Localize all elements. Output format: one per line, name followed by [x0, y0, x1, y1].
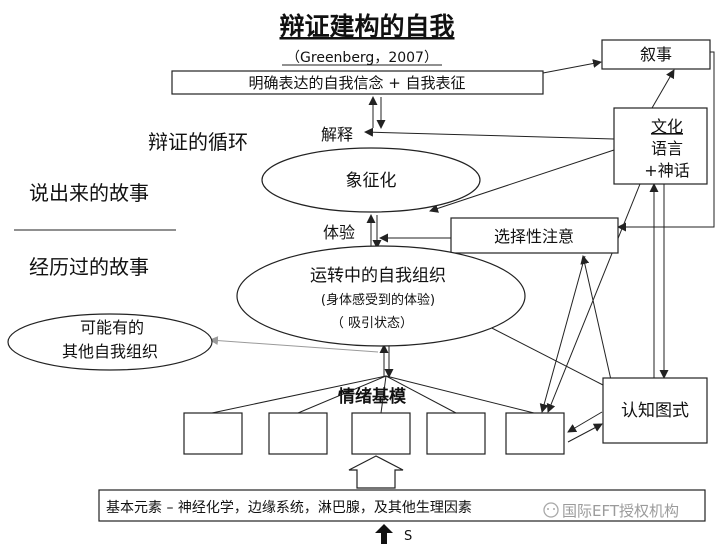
big-up-arrow [348, 455, 404, 489]
arrow-culture-to-narrative [651, 69, 675, 109]
culture-line-1: 语言 [651, 139, 683, 158]
operating-self-line-1: 运转中的自我组织 [310, 266, 446, 286]
possible-self-line-1: 可能有的 [80, 318, 144, 337]
narrative-box [601, 39, 711, 70]
fan-line-5 [385, 375, 535, 414]
arrow-narrative-to-attention [617, 51, 715, 232]
operating-self-ellipse [236, 245, 526, 347]
connector-layer [14, 51, 715, 443]
schema-box-4 [426, 412, 486, 455]
operating-self-line-3: （ 吸引状态） [331, 316, 413, 331]
diagram-title: 辩证建构的自我 [279, 12, 454, 41]
watermark-text: 国际EFT授权机构 [562, 502, 679, 520]
fan-line-3 [380, 375, 387, 414]
basic-elements-box [98, 489, 706, 522]
schema-box-2 [268, 412, 328, 455]
symbolize-ellipse [261, 147, 481, 213]
citation: （Greenberg，2007） [286, 50, 438, 66]
symbolize-label: 象征化 [346, 171, 397, 191]
watermark: 国际EFT授权机构 [543, 502, 679, 520]
arrow-attention-to-base [539, 255, 586, 413]
arrow-schema-to-self [479, 321, 604, 386]
emotion-schemes-label: 情绪基模 [338, 386, 407, 407]
culture-line-2: +神话 [644, 161, 689, 180]
arrow-schema-to-attention [580, 255, 612, 381]
stimulus-arrow [375, 524, 393, 544]
fan-line-1 [211, 375, 387, 414]
possible-self-line-2: 其他自我组织 [62, 342, 158, 361]
arrow-culture-to-interpret [364, 127, 615, 140]
interpret-label: 解释 [321, 125, 353, 144]
selective-attention-label: 选择性注意 [494, 227, 574, 246]
wechat-icon [543, 502, 559, 518]
operating-self-line-2: (身体感受到的体验) [321, 292, 435, 308]
experience-label: 体验 [323, 223, 355, 242]
story-told-label: 说出来的故事 [29, 181, 149, 205]
arrow-self-to-possible [209, 336, 379, 353]
possible-self-ellipse [7, 313, 213, 371]
belief-label: 明确表达的自我信念 + 自我表征 [248, 74, 465, 92]
culture-box [613, 107, 708, 185]
stimulus-label: S [404, 529, 412, 544]
schema-box-5 [505, 412, 565, 455]
belief-box [171, 70, 544, 95]
arrow-culture-to-symbolize [429, 149, 615, 213]
basic-elements-label: 基本元素 – 神经化学，边缘系统，淋巴腺，及其他生理因素 [106, 499, 472, 516]
cognitive-schema-label: 认知图式 [621, 401, 689, 421]
narrative-label: 叙事 [640, 45, 672, 64]
schema-box-3 [351, 412, 411, 455]
arrow-schema-to-base [567, 411, 603, 433]
culture-title: 文化 [651, 117, 683, 136]
arrow-base-to-schema [567, 423, 603, 443]
arrow-culture-to-base [546, 183, 641, 413]
fan-line-2 [297, 375, 387, 414]
selective-attention-box [450, 217, 619, 254]
story-lived-label: 经历过的故事 [29, 255, 149, 279]
schema-box-1 [183, 412, 243, 455]
dialectic-cycle-label: 辩证的循环 [148, 130, 248, 154]
arrow-belief-to-narrative [542, 59, 602, 74]
cognitive-schema-box [602, 377, 708, 444]
fan-line-4 [385, 375, 457, 414]
